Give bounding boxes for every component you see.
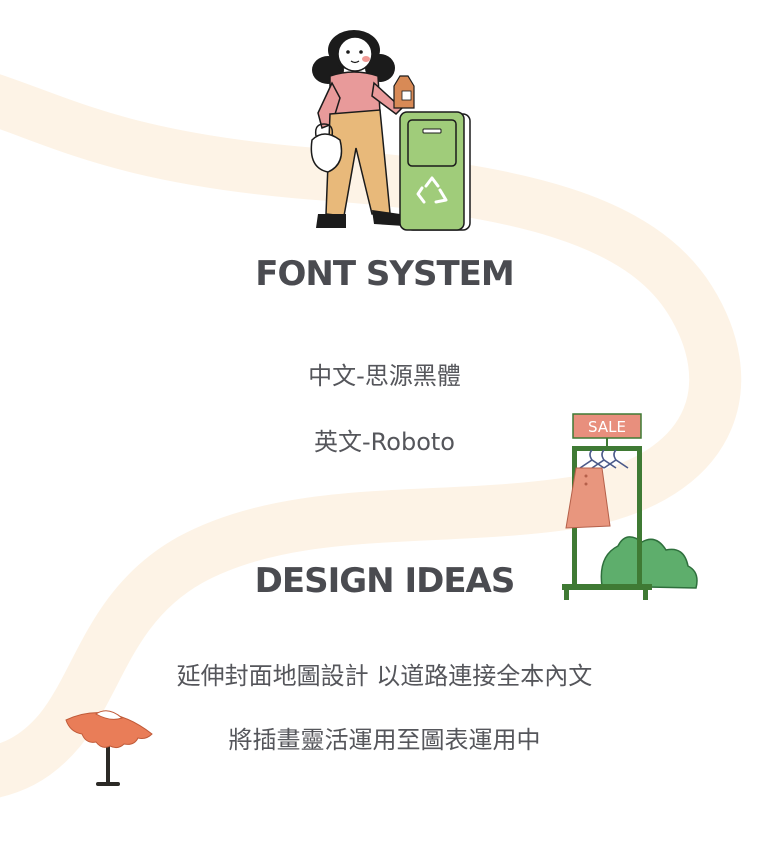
design-ideas-heading: DESIGN IDEAS: [254, 561, 516, 601]
woman-illustration: [310, 30, 471, 231]
design-idea-line-2: 將插畫靈活運用至圖表運用中: [228, 726, 541, 754]
recycle-bin-icon: [399, 111, 471, 231]
english-font-label: 英文-Roboto: [314, 428, 455, 456]
design-idea-line-1: 延伸封面地圖設計 以道路連接全本內文: [176, 662, 593, 690]
beach-umbrella-illustration: [65, 710, 153, 786]
sale-sign-text: SALE: [588, 418, 626, 436]
bush-illustration: [600, 536, 698, 589]
milk-carton-icon: [393, 75, 415, 109]
chinese-font-label: 中文-思源黑體: [308, 362, 461, 390]
clothing-rack-illustration: SALE: [562, 413, 698, 600]
shopping-bag-icon: [310, 133, 343, 173]
font-system-heading: FONT SYSTEM: [255, 254, 514, 294]
